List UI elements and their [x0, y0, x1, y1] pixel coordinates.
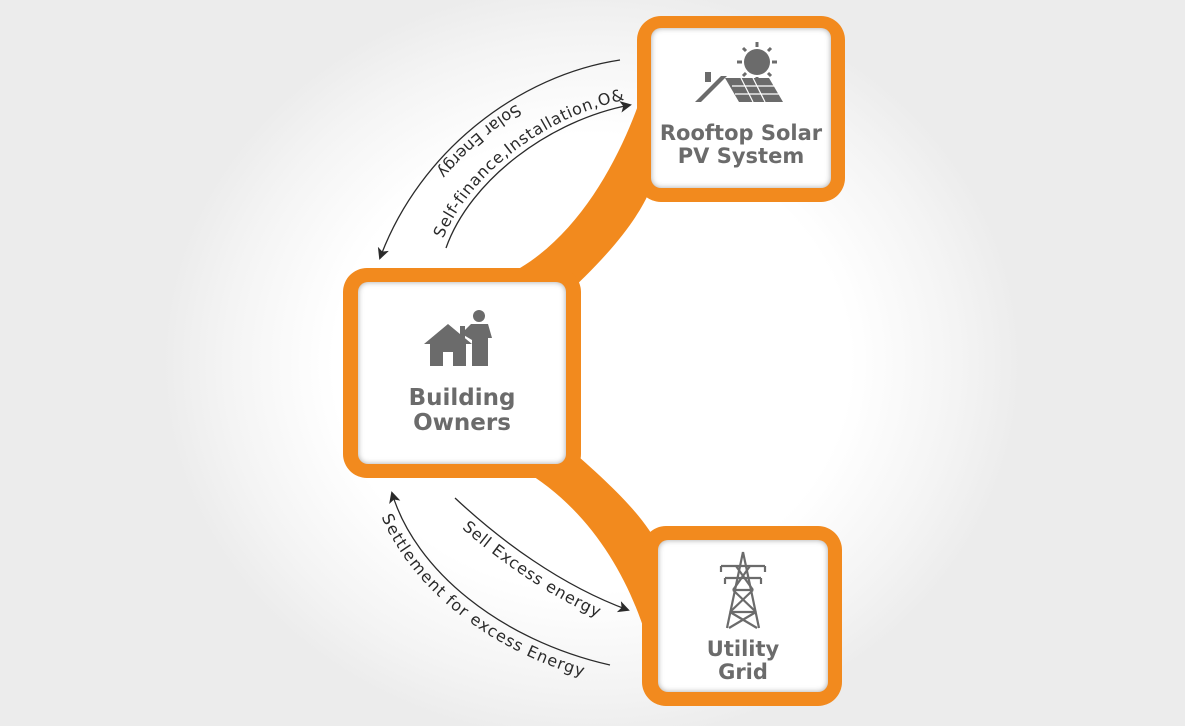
utility-grid-node: Utility Grid: [658, 540, 828, 692]
building-owners-title: Building Owners: [408, 385, 516, 437]
label-sell-excess-text: Sell Excess energy: [459, 517, 604, 621]
utility-grid-title: Utility Grid: [706, 637, 780, 685]
label-sell-excess: Sell Excess energy: [459, 517, 604, 621]
rooftop-solar-node: Rooftop Solar PV System: [651, 28, 831, 188]
label-self-finance: Self-finance,Installation,O&M: [0, 0, 626, 240]
label-self-finance-text: Self-finance,Installation,O&M: [0, 0, 626, 240]
rooftop-solar-title: Rooftop Solar PV System: [659, 121, 823, 169]
transmission-tower-icon: [719, 551, 767, 629]
sun-icon: [737, 42, 777, 82]
house-person-icon: [424, 310, 492, 366]
connector-bottom: [520, 440, 660, 700]
building-owners-node: Building Owners: [358, 282, 566, 464]
solar-roof-icon: [695, 42, 783, 103]
